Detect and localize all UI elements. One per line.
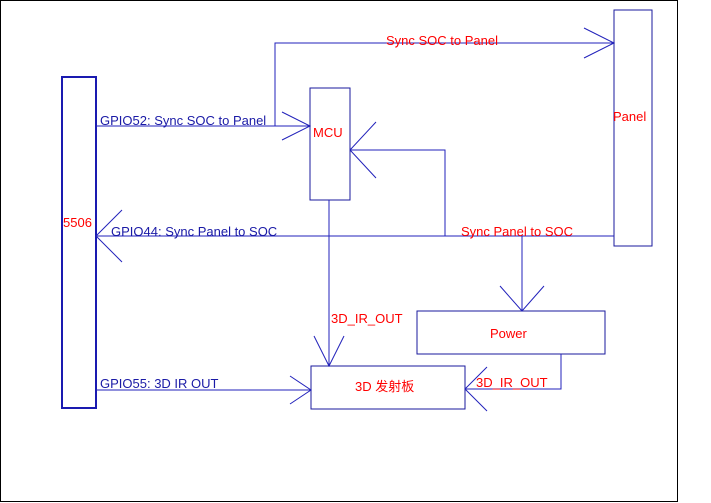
soc-label: 5506 <box>63 215 92 230</box>
power-ir-out-arrowhead <box>464 366 488 412</box>
gpio44-arrowhead <box>95 209 123 263</box>
power-block <box>416 310 606 355</box>
mcu-label: MCU <box>313 125 343 140</box>
sync-soc-to-panel-label: Sync SOC to Panel <box>386 33 498 48</box>
gpio52-label: GPIO52: Sync SOC to Panel <box>100 113 266 128</box>
gpio55-arrowhead <box>289 375 312 405</box>
mcu-ir-out-arrowhead <box>313 335 345 368</box>
diagram-frame <box>0 0 678 502</box>
gpio44-label: GPIO44: Sync Panel to SOC <box>111 224 277 239</box>
power-ir-out-label: 3D_IR_OUT <box>476 375 548 390</box>
panel-block <box>613 9 653 247</box>
sync-panel-to-soc-label: Sync Panel to SOC <box>461 224 573 239</box>
sync-to-mcu-wire <box>350 149 446 236</box>
mcu-block <box>309 87 351 201</box>
mcu-ir-out-label: 3D_IR_OUT <box>331 311 403 326</box>
emitter-label: 3D 发射板 <box>355 379 414 394</box>
power-ir-out-wire <box>465 354 562 390</box>
gpio55-label: GPIO55: 3D IR OUT <box>100 376 219 391</box>
sync-to-power-arrowhead <box>499 285 545 312</box>
emitter-block <box>310 365 466 410</box>
gpio52-arrowhead <box>281 111 312 141</box>
sync-soc-to-panel-wire <box>274 42 614 126</box>
soc-block <box>61 76 97 409</box>
panel-label: Panel <box>613 109 646 124</box>
power-label: Power <box>490 326 528 341</box>
sync-soc-to-panel-arrowhead <box>583 27 616 59</box>
sync-to-mcu-arrowhead <box>349 121 377 179</box>
